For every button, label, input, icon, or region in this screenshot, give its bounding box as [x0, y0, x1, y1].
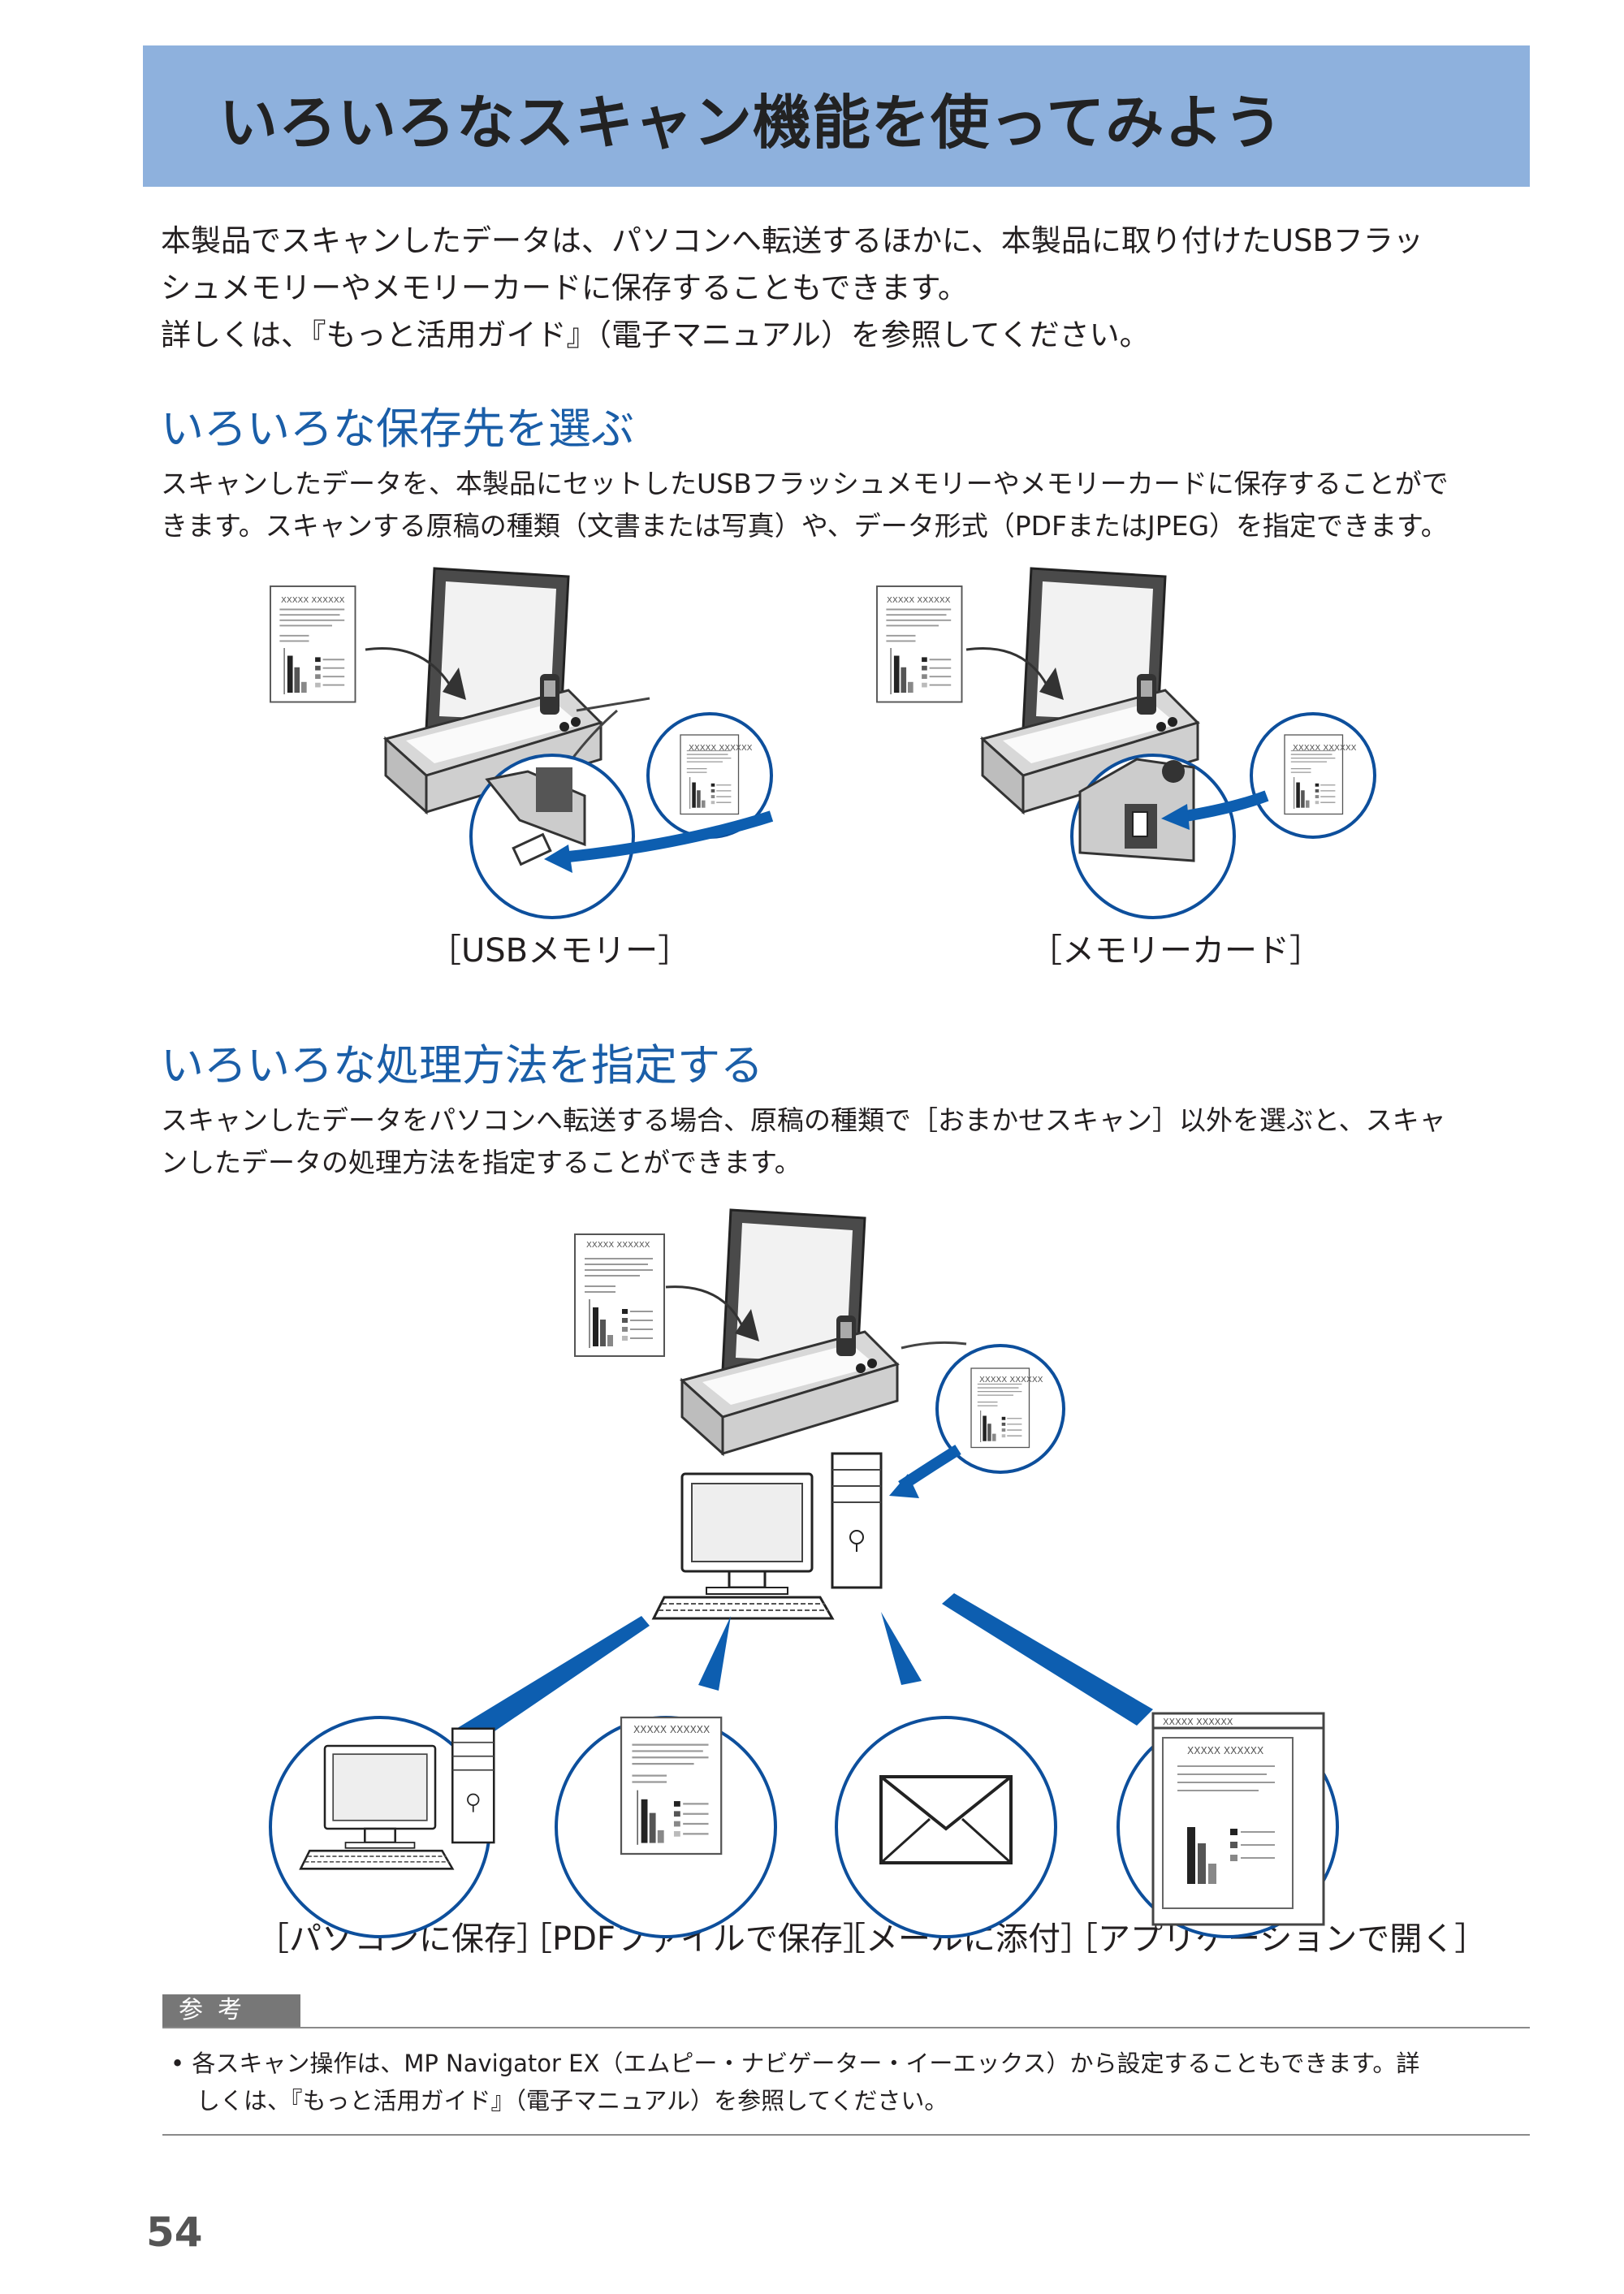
- doc-label: XXXXX XXXXXX: [887, 596, 951, 605]
- note-line: • 各スキャン操作は、MP Navigator EX（エムピー・ナビゲーター・イ…: [171, 2050, 1420, 2077]
- note-top-rule: [162, 2027, 1530, 2028]
- section1-text: スキャンしたデータを、本製品にセットしたUSBフラッシュメモリーやメモリーカード…: [161, 463, 1557, 547]
- doc-label: XXXXX XXXXXX: [1187, 1745, 1263, 1756]
- section-heading-save-destination: いろいろな保存先を選ぶ: [161, 404, 634, 454]
- doc-label: XXXXX XXXXXX: [1293, 744, 1357, 753]
- section2-text: スキャンしたデータをパソコンへ転送する場合、原稿の種類で［おまかせスキャン］以外…: [161, 1099, 1557, 1184]
- doc-label: XXXXX XXXXXX: [1163, 1717, 1233, 1727]
- section2-line: スキャンしたデータをパソコンへ転送する場合、原稿の種類で［おまかせスキャン］以外…: [161, 1104, 1446, 1136]
- processing-method-diagram: [269, 1208, 1339, 1938]
- page-number: 54: [146, 2209, 203, 2256]
- caption-usb-memory: ［USBメモリー］: [429, 932, 691, 970]
- page-title: いろいろなスキャン機能を使ってみよう: [219, 89, 1284, 157]
- caption-memory-card: ［メモリーカード］: [1030, 932, 1322, 970]
- intro-line: 詳しくは、『もっと活用ガイド』（電子マニュアル）を参照してください。: [161, 318, 1150, 352]
- title-band: [143, 45, 1530, 187]
- note-bottom-rule: [162, 2134, 1530, 2136]
- doc-label: XXXXX XXXXXX: [689, 744, 753, 753]
- intro-line: 本製品でスキャンしたデータは、パソコンへ転送するほかに、本製品に取り付けたUSB…: [161, 223, 1423, 258]
- section-heading-processing-method: いろいろな処理方法を指定する: [161, 1041, 763, 1091]
- usb-memory-illustration: [270, 567, 774, 919]
- section2-line: ンしたデータの処理方法を指定することができます。: [161, 1147, 801, 1178]
- note-line: しくは、『もっと活用ガイド』（電子マニュアル）を参照してください。: [197, 2087, 948, 2115]
- memory-card-illustration: [876, 567, 1376, 919]
- note-tag: 参考: [162, 1994, 300, 2027]
- intro-line: シュメモリーやメモリーカードに保存することもできます。: [161, 270, 968, 305]
- doc-labels: XXXXX XXXXXX XXXXX XXXXXX XXXXX XXXXXX X…: [281, 596, 1357, 1756]
- doc-label: XXXXX XXXXXX: [281, 596, 345, 605]
- doc-label: XXXXX XXXXXX: [586, 1241, 650, 1250]
- intro-paragraph: 本製品でスキャンしたデータは、パソコンへ転送するほかに、本製品に取り付けたUSB…: [161, 218, 1541, 359]
- section1-line: スキャンしたデータを、本製品にセットしたUSBフラッシュメモリーやメモリーカード…: [161, 468, 1449, 499]
- section1-line: きます。スキャンする原稿の種類（文書または写真）や、データ形式（PDFまたはJP…: [161, 510, 1448, 542]
- doc-label: XXXXX XXXXXX: [633, 1724, 710, 1735]
- note-text: • 各スキャン操作は、MP Navigator EX（エムピー・ナビゲーター・イ…: [171, 2045, 1535, 2119]
- doc-label: XXXXX XXXXXX: [979, 1376, 1043, 1385]
